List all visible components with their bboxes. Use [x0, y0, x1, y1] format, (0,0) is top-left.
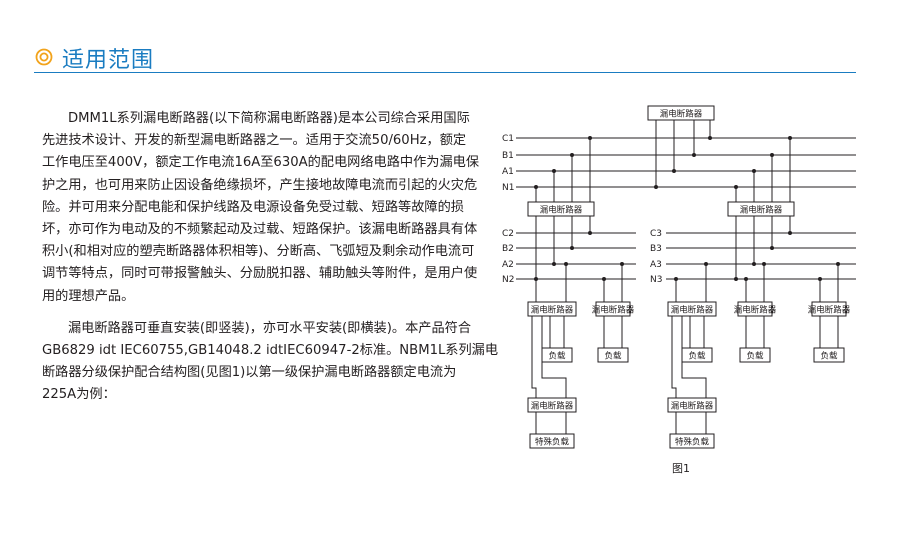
- bus-label-a1: A1: [502, 167, 514, 177]
- text-line: 坏，亦可作为电动及的不频繁起动及过载、短路保护。该漏电断路器具有体: [42, 222, 478, 238]
- breaker-label: 漏电断路器: [671, 305, 714, 316]
- breaker-label: 漏电断路器: [734, 305, 777, 316]
- bus-label-c3: C3: [650, 229, 662, 239]
- breaker-label: 漏电断路器: [540, 205, 583, 216]
- bus-label-n1: N1: [502, 183, 514, 193]
- bus-label-b3: B3: [650, 244, 662, 254]
- bus-label-a2: A2: [502, 260, 514, 270]
- breaker-label: 漏电断路器: [660, 109, 703, 120]
- text-line: 积小(和相对应的塑壳断路器体积相等)、分断高、飞弧短及剩余动作电流可: [42, 244, 475, 260]
- text-line: DMM1L系列漏电断路器(以下简称漏电断路器)是本公司综合采用国际: [68, 111, 470, 126]
- bus-label-c2: C2: [502, 229, 514, 239]
- bus-label-n3: N3: [650, 275, 662, 285]
- special-load-label: 特殊负载: [535, 437, 570, 448]
- paragraph-intro: DMM1L系列漏电断路器(以下简称漏电断路器)是本公司综合采用国际 先进技术设计…: [42, 108, 480, 308]
- load-label: 负载: [604, 351, 622, 362]
- text-line: 险。并可用来分配电能和保护线路及电源设备免受过载、短路等故障的损: [42, 199, 464, 215]
- text-line: GB6829 idt IEC60755,GB14048.2 idtIEC6094…: [42, 343, 499, 359]
- paragraph-installation: 漏电断路器可垂直安装(即竖装)，亦可水平安装(即横装)。本产品符合 GB6829…: [42, 318, 499, 407]
- breaker-label: 漏电断路器: [592, 305, 635, 316]
- special-load-label: 特殊负载: [675, 437, 710, 448]
- double-circle-icon: [35, 48, 53, 66]
- section-header: 适用范围: [34, 40, 856, 74]
- load-label: 负载: [688, 351, 706, 362]
- breaker-label: 漏电断路器: [531, 401, 574, 412]
- text-line: 先进技术设计、开发的新型漏电断路器之一。适用于交流50/60Hz，额定: [42, 133, 467, 149]
- text-line: 漏电断路器可垂直安装(即竖装)，亦可水平安装(即横装)。本产品符合: [68, 320, 472, 336]
- bus-label-a3: A3: [650, 260, 662, 270]
- wiring-diagram: 漏电断路器 漏电断路器 漏电断路器 漏电断路器 漏电断路器 漏电断路器 漏电断路…: [502, 105, 856, 475]
- text-line: 护之用，也可用来防止因设备绝缘损坏，产生接地故障电流而引起的火灾危: [42, 177, 478, 193]
- breaker-label: 漏电断路器: [671, 401, 714, 412]
- text-line: 工作电压至400V，额定工作电流16A至630A的配电网络电路中作为漏电保: [42, 155, 480, 171]
- load-label: 负载: [548, 351, 566, 362]
- breaker-label: 漏电断路器: [808, 305, 851, 316]
- text-line: 用的理想产品。: [42, 288, 135, 304]
- bus-label-b2: B2: [502, 244, 514, 254]
- body-text: DMM1L系列漏电断路器(以下简称漏电断路器)是本公司综合采用国际 先进技术设计…: [42, 108, 499, 407]
- breaker-label: 漏电断路器: [740, 205, 783, 216]
- load-label: 负载: [820, 351, 838, 362]
- bus-label-n2: N2: [502, 275, 514, 285]
- breaker-label: 漏电断路器: [531, 305, 574, 316]
- text-line: 225A为例：: [42, 387, 116, 403]
- figure-caption: 图1: [672, 462, 690, 475]
- text-line: 断路器分级保护配合结构图(见图1)以第一级保护漏电断路器额定电流为: [42, 365, 457, 381]
- bus-label-c1: C1: [502, 134, 514, 144]
- section-title: 适用范围: [62, 48, 155, 73]
- text-line: 调节等特点，同时可带报警触头、分励脱扣器、辅助触头等附件，是用户使: [42, 266, 478, 282]
- bus-label-b1: B1: [502, 151, 514, 161]
- load-label: 负载: [746, 351, 764, 362]
- header-divider: [34, 72, 856, 73]
